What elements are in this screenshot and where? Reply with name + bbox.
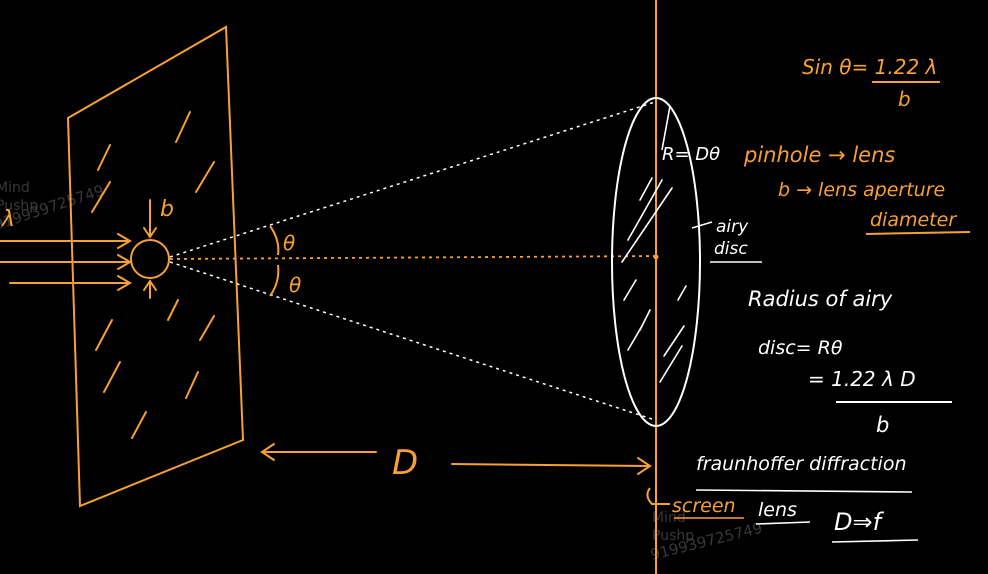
R-equation: R= Dθ (662, 144, 720, 165)
watermark-line1: Mind (0, 180, 30, 196)
radius-arrow (661, 105, 671, 151)
theta-lower: θ (289, 273, 301, 297)
fraunhoffer-label: fraunhoffer diffraction (696, 453, 907, 475)
airy-pointer (691, 221, 713, 229)
watermark-line1-bottom: Mind (652, 510, 686, 526)
distance-label: D (392, 443, 418, 483)
pinhole-lens: pinhole → lens (743, 143, 895, 167)
optical-axis (169, 255, 661, 260)
radius-line1: Radius of airy (748, 287, 893, 311)
watermark-left: Mind Pushp 919939725749 (0, 180, 106, 234)
airy-disc (611, 97, 701, 427)
airy-label-1: airy (716, 217, 749, 237)
lens-label: lens (758, 499, 797, 521)
diameter-label: diameter (870, 209, 957, 231)
radius-line3: = 1.22 λ D (808, 367, 916, 391)
theta-upper: θ (283, 231, 295, 255)
watermark-line2-bottom: Pushp (652, 528, 694, 544)
airy-label-2: disc (714, 239, 748, 259)
radius-den: b (876, 413, 889, 437)
D-to-f: D⇒f (834, 508, 885, 536)
sin-theta-den: b (898, 87, 911, 111)
lambda-label: λ (1, 207, 15, 232)
pinhole (130, 239, 170, 279)
airy-disc-hatch (621, 177, 687, 383)
dotted-rays (169, 101, 656, 421)
distance-arrow (260, 443, 652, 475)
screen-hook (646, 487, 670, 505)
b-label: b (160, 197, 174, 222)
lens-underline (755, 521, 811, 525)
watermark-line2: Pushp (0, 198, 38, 214)
radius-line2: disc= Rθ (758, 337, 843, 359)
incident-rays (0, 233, 132, 291)
fraunhoffer-underline (695, 489, 913, 493)
aperture-arrows (143, 199, 157, 299)
b-aperture: b → lens aperture (778, 179, 945, 201)
angle-arcs (269, 225, 280, 297)
sin-theta-eq: Sin θ= 1.22 λ (802, 55, 937, 79)
diameter-underline (865, 231, 971, 235)
D-to-f-underline (831, 539, 919, 543)
screen-label: screen (672, 495, 736, 517)
aperture-plate (66, 25, 245, 508)
airy-center-dot (653, 254, 659, 260)
